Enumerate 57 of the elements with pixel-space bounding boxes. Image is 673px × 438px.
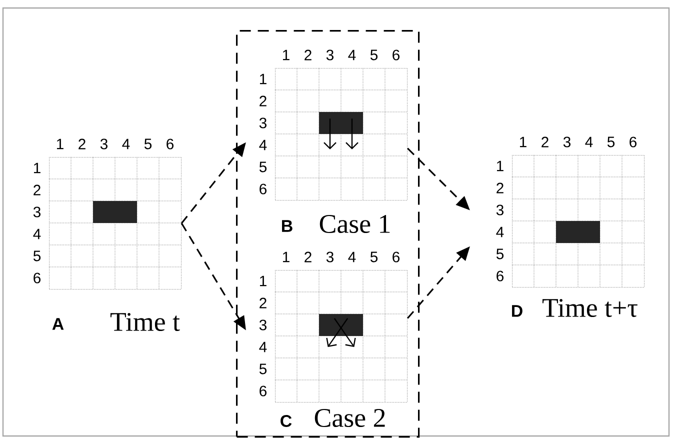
row-number: 1 [497, 160, 504, 172]
row-number: 3 [259, 320, 266, 330]
row-number: 2 [260, 298, 266, 308]
panel-title: Case 1 [320, 214, 390, 234]
row-number: 3 [259, 118, 266, 128]
row-number: 5 [33, 250, 41, 262]
row-number: 6 [260, 184, 266, 194]
row-number: 4 [259, 342, 267, 352]
column-number: 5 [370, 252, 378, 262]
row-number: 3 [33, 206, 40, 218]
column-number: 5 [370, 50, 378, 60]
row-number: 1 [34, 162, 40, 174]
row-number: 1 [260, 74, 266, 84]
row-number: 4 [496, 226, 504, 238]
panel-title: Time t [110, 312, 180, 332]
column-number: 5 [607, 136, 615, 148]
row-number: 2 [260, 96, 266, 106]
dashed-box [236, 30, 420, 438]
column-number: 5 [144, 138, 152, 150]
panel-letter: A [52, 318, 64, 330]
column-number: 3 [563, 136, 570, 148]
column-number: 2 [78, 138, 86, 150]
row-number: 6 [496, 270, 504, 282]
column-number: 1 [57, 138, 64, 150]
panel-letter: B [282, 220, 292, 232]
column-number: 4 [348, 50, 356, 60]
row-number: 4 [259, 140, 267, 150]
column-number: 3 [326, 252, 334, 262]
row-number: 5 [259, 162, 267, 172]
row-number: 6 [260, 386, 266, 396]
column-number: 6 [392, 50, 400, 60]
row-number: 5 [259, 364, 267, 374]
panel-title: Case 2 [314, 408, 385, 428]
column-number: 2 [304, 50, 312, 60]
row-number: 2 [496, 182, 504, 194]
row-number: 4 [33, 228, 41, 240]
column-number: 6 [166, 138, 174, 150]
panel-letter: D [512, 305, 522, 317]
row-number: 1 [260, 276, 266, 286]
panel-letter: C [280, 414, 292, 427]
column-number: 4 [348, 252, 356, 262]
column-number: 1 [283, 252, 290, 262]
column-number: 4 [585, 136, 593, 148]
column-number: 3 [100, 138, 108, 150]
column-number: 6 [392, 252, 400, 262]
row-number: 3 [496, 204, 504, 216]
column-number: 1 [520, 136, 526, 148]
column-number: 2 [542, 136, 548, 148]
row-number: 6 [34, 272, 40, 284]
row-number: 5 [496, 248, 504, 260]
column-number: 2 [304, 252, 312, 262]
panel-title: Time t+τ [542, 298, 638, 318]
column-number: 1 [283, 50, 290, 60]
column-number: 4 [122, 138, 130, 150]
row-number: 2 [34, 184, 40, 196]
column-number: 6 [630, 136, 636, 148]
column-number: 3 [326, 50, 334, 60]
